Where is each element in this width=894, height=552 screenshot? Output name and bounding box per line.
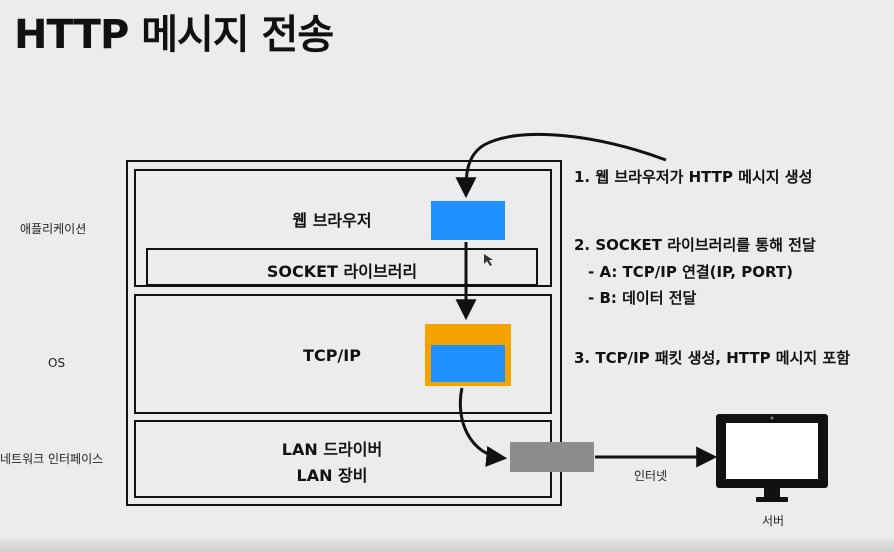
http-message-block [431, 201, 505, 240]
note-step2a: - A: TCP/IP 연결(IP, PORT) [588, 263, 793, 281]
lan-driver-label: LAN 드라이버 [281, 440, 383, 459]
cursor-icon [484, 254, 493, 266]
arrow-step1 [455, 132, 667, 199]
monitor-icon [716, 414, 828, 502]
packet-http-message-block [431, 345, 505, 382]
socket-library-box [146, 248, 538, 286]
browser-label: 웹 브라우저 [292, 211, 372, 230]
label-application: 애플리케이션 [20, 222, 87, 236]
network-interface-layer [134, 420, 552, 498]
lan-packet-block [510, 442, 594, 472]
internet-label: 인터넷 [634, 469, 668, 483]
note-step1: 1. 웹 브라우저가 HTTP 메시지 생성 [574, 168, 813, 186]
lan-device-label: LAN 장비 [296, 466, 368, 485]
note-step2: 2. SOCKET 라이브러리를 통해 전달 [574, 236, 816, 254]
label-os: OS [48, 356, 66, 370]
arrow-tcpip-to-lan [458, 387, 508, 467]
bottom-bar [0, 538, 894, 552]
page-title: HTTP 메시지 전송 [14, 12, 334, 58]
server-label: 서버 [762, 514, 785, 528]
note-step3: 3. TCP/IP 패킷 생성, HTTP 메시지 포함 [574, 349, 851, 367]
socket-library-label: SOCKET 라이브러리 [266, 262, 418, 281]
note-step2b: - B: 데이터 전달 [588, 289, 697, 307]
label-network-interface: 네트워크 인터페이스 [0, 452, 104, 466]
tcpip-label: TCP/IP [303, 346, 361, 365]
